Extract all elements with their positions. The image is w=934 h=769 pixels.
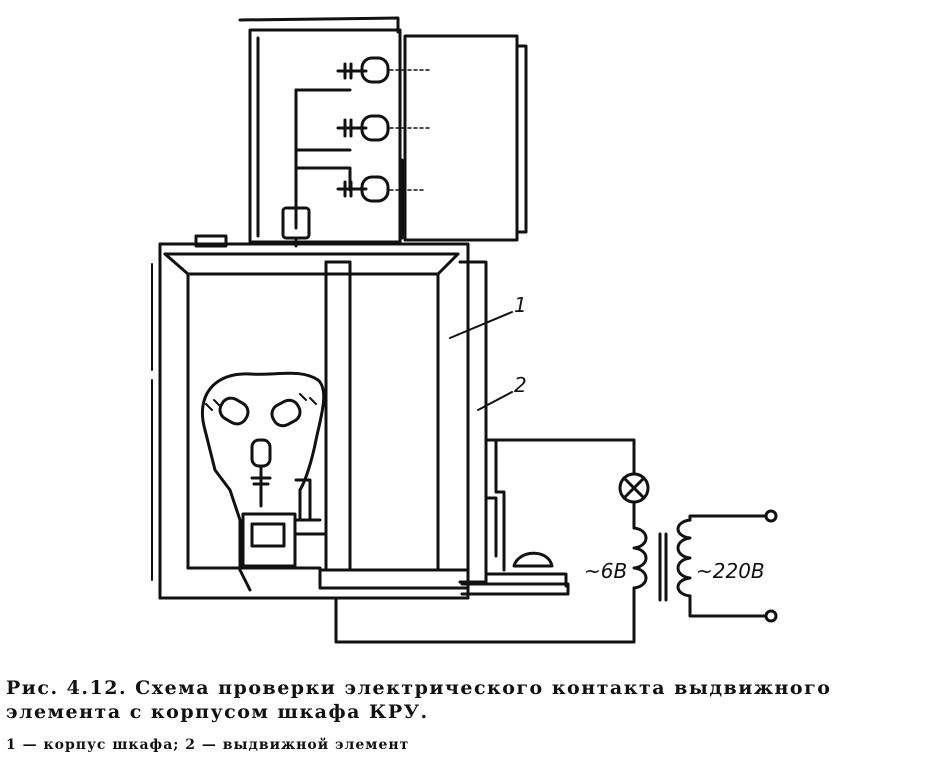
callout-1: 1 xyxy=(514,293,527,317)
figure-caption: Рис. 4.12. Схема проверки электрического… xyxy=(6,677,832,723)
relay-compartment xyxy=(238,16,528,248)
terminal-bottom xyxy=(764,609,778,623)
transformer xyxy=(334,509,778,644)
test-circuit xyxy=(334,438,778,644)
terminal-top xyxy=(764,509,778,523)
kru-contact-check-diagram: 1 2 ~6В ~220В xyxy=(151,16,778,644)
relay-contact-3 xyxy=(336,175,390,203)
cabinet-mechanism xyxy=(200,371,328,592)
voltage-low-label: ~6В xyxy=(584,559,627,583)
cabinet-body xyxy=(151,234,570,600)
lamp-icon xyxy=(618,472,650,504)
figure-legend: 1 — корпус шкафа; 2 — выдвижной элемент xyxy=(6,737,410,753)
callout-2: 2 xyxy=(514,373,527,397)
withdrawable-element xyxy=(484,438,568,588)
relay-contact-2 xyxy=(336,114,390,142)
relay-contact-1 xyxy=(336,56,390,84)
voltage-high-label: ~220В xyxy=(696,559,765,583)
